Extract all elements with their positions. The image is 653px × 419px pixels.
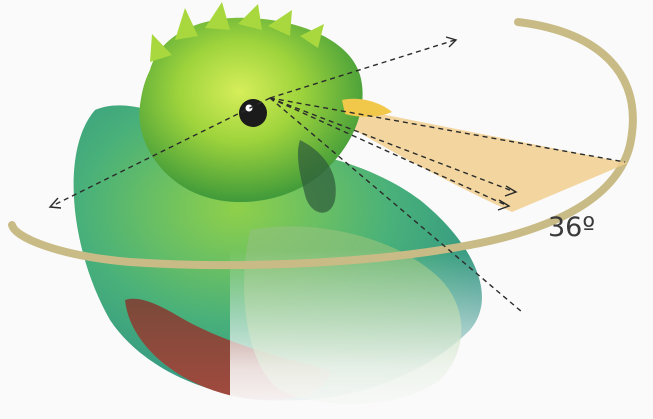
angle-label: 36º [548, 212, 595, 243]
breast-fade [230, 250, 530, 419]
bird-eye [239, 99, 267, 127]
bird-beak [342, 99, 392, 117]
bird-eye-highlight [246, 105, 253, 112]
